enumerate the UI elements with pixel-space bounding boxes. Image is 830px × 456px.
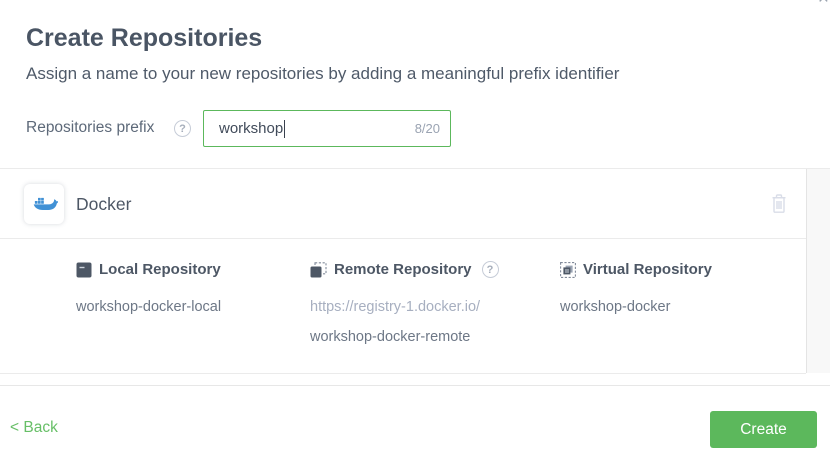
remote-repository-icon <box>310 261 327 277</box>
delete-package-button[interactable] <box>767 192 791 216</box>
repo-type-label: Remote Repository <box>334 261 472 278</box>
virtual-repository-icon <box>560 261 576 278</box>
footer-divider <box>0 385 830 386</box>
repo-type-label: Virtual Repository <box>583 261 712 278</box>
repo-value: workshop-docker <box>560 299 671 315</box>
page-subtitle: Assign a name to your new repositories b… <box>26 64 620 83</box>
prefix-input[interactable]: workshop 8/20 <box>203 110 451 147</box>
repo-type-label: Local Repository <box>99 261 221 278</box>
trash-icon <box>772 194 786 213</box>
create-button[interactable]: Create <box>710 411 817 448</box>
prefix-label: Repositories prefix <box>26 119 155 136</box>
repo-column-virtual: Virtual Repository workshop-docker <box>560 261 712 315</box>
prefix-help-icon[interactable]: ? <box>174 120 191 137</box>
remote-url: https://registry-1.docker.io/ <box>310 299 481 315</box>
repo-column-remote: Remote Repository ? https://registry-1.d… <box>310 261 499 345</box>
docker-logo-box <box>24 184 64 224</box>
back-link[interactable]: < Back <box>10 419 58 436</box>
prefix-input-value: workshop <box>219 120 284 137</box>
card-bottom-divider <box>0 373 806 374</box>
section-divider <box>0 168 830 169</box>
remote-help-icon[interactable]: ? <box>481 261 499 278</box>
row-divider <box>0 238 806 239</box>
close-icon[interactable]: × <box>818 0 829 8</box>
page-title: Create Repositories <box>26 24 263 52</box>
repo-value: workshop-docker-remote <box>310 329 471 345</box>
char-counter: 8/20 <box>414 121 440 136</box>
repo-column-local: Local Repository workshop-docker-local <box>76 261 221 315</box>
scrollbar-track[interactable] <box>806 169 830 373</box>
package-name: Docker <box>76 194 132 214</box>
repo-value: workshop-docker-local <box>76 299 222 315</box>
local-repository-icon <box>76 262 92 277</box>
text-cursor <box>284 119 286 138</box>
docker-whale-icon <box>33 197 58 210</box>
